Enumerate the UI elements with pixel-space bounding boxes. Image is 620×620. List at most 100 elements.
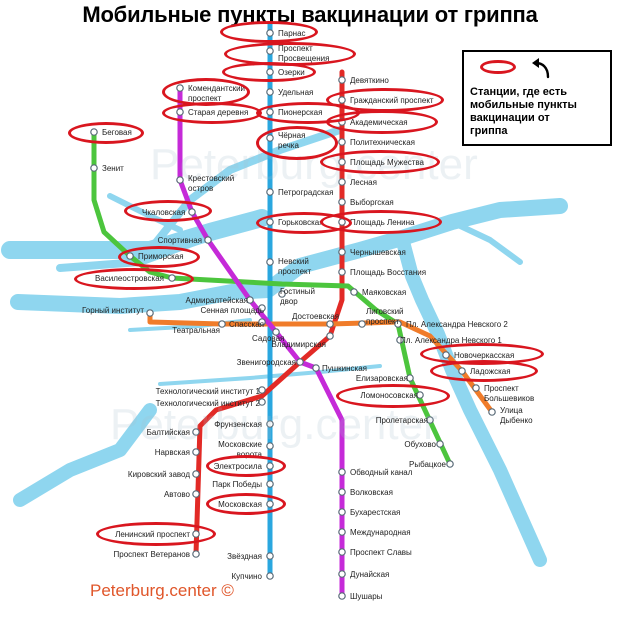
- station-dot-krestovsky[interactable]: [176, 176, 184, 184]
- station-label-elektrosila[interactable]: Электросила: [213, 462, 262, 471]
- station-dot-tech2[interactable]: [258, 398, 266, 406]
- station-dot-dybenko[interactable]: [488, 408, 496, 416]
- station-label-veteranov[interactable]: Проспект Ветеранов: [113, 550, 190, 559]
- station-label-chkalovskaya[interactable]: Чкаловская: [142, 208, 186, 217]
- station-dot-nevsky1[interactable]: [396, 336, 404, 344]
- station-dot-tech1[interactable]: [258, 386, 266, 394]
- station-label-elizarovskaya[interactable]: Елизаровская: [355, 374, 408, 383]
- station-dot-chkalovskaya[interactable]: [188, 208, 196, 216]
- station-dot-ozerki[interactable]: [266, 68, 274, 76]
- station-dot-frunzenskaya[interactable]: [266, 420, 274, 428]
- station-dot-chernyshevskaya[interactable]: [338, 248, 346, 256]
- station-label-teatralnaya[interactable]: Театральная: [172, 326, 220, 335]
- station-dot-moskvorot[interactable]: [266, 442, 274, 450]
- station-dot-lesnaya[interactable]: [338, 178, 346, 186]
- station-label-kirovsky[interactable]: Кировский завод: [127, 470, 190, 479]
- station-dot-ligovsky[interactable]: [358, 320, 366, 328]
- station-label-bolshevikov[interactable]: Проспект Большевиков: [484, 384, 535, 403]
- station-label-sadovaya[interactable]: Садовая: [252, 334, 285, 343]
- station-label-udelnaya[interactable]: Удельная: [278, 88, 314, 97]
- station-dot-sportivnaya[interactable]: [204, 236, 212, 244]
- station-dot-vasileostrovskaya[interactable]: [168, 274, 176, 282]
- station-dot-proletarskaya[interactable]: [426, 416, 434, 424]
- station-label-pionerskaya[interactable]: Пионерская: [278, 108, 323, 117]
- station-label-politekh[interactable]: Политехническая: [350, 138, 415, 147]
- station-dot-elektrosila[interactable]: [266, 462, 274, 470]
- station-dot-obukhovo[interactable]: [436, 440, 444, 448]
- station-label-sportivnaya[interactable]: Спортивная: [157, 236, 202, 245]
- station-label-slavy[interactable]: Проспект Славы: [350, 548, 412, 557]
- station-dot-vyborgskaya[interactable]: [338, 198, 346, 206]
- station-label-novocherkasskaya[interactable]: Новочеркасская: [454, 351, 515, 360]
- station-dot-nevsky2[interactable]: [394, 320, 402, 328]
- station-label-vasileostrovskaya[interactable]: Василеостровская: [95, 274, 164, 283]
- station-dot-nevsky[interactable]: [266, 258, 274, 266]
- station-label-chernyshevskaya[interactable]: Чернышевская: [350, 248, 406, 257]
- station-dot-dunayskaya[interactable]: [338, 570, 346, 578]
- station-label-obukhovo[interactable]: Обухово: [404, 440, 436, 449]
- station-label-leninsky[interactable]: Ленинский проспект: [115, 530, 190, 539]
- station-label-moskovskaya[interactable]: Московская: [218, 500, 262, 509]
- station-label-baltiyskaya[interactable]: Балтийская: [146, 428, 190, 437]
- station-label-gorkovskaya[interactable]: Горьковская: [278, 218, 324, 227]
- station-label-petrogradskaya[interactable]: Петроградская: [278, 188, 334, 197]
- station-dot-begovaya[interactable]: [90, 128, 98, 136]
- station-label-zvenigorodskaya[interactable]: Звенигородская: [236, 358, 296, 367]
- station-dot-pionerskaya[interactable]: [266, 108, 274, 116]
- station-dot-zvezdnaya[interactable]: [266, 552, 274, 560]
- station-dot-obvodny[interactable]: [338, 468, 346, 476]
- station-label-akademicheskaya[interactable]: Академическая: [350, 118, 408, 127]
- station-dot-vosstaniya[interactable]: [338, 268, 346, 276]
- station-label-moskvorot[interactable]: Московские ворота: [218, 440, 262, 459]
- station-label-primorskaya[interactable]: Приморская: [138, 252, 184, 261]
- station-dot-avtovo[interactable]: [192, 490, 200, 498]
- station-dot-leninsky[interactable]: [192, 530, 200, 538]
- station-dot-chernaya[interactable]: [266, 134, 274, 142]
- station-label-begovaya[interactable]: Беговая: [102, 128, 132, 137]
- station-label-mayakovskaya[interactable]: Маяковская: [362, 288, 407, 297]
- station-dot-lenina[interactable]: [338, 218, 346, 226]
- station-label-ligovsky[interactable]: Лиговский проспект: [366, 307, 404, 326]
- station-label-mezhdunarodnaya[interactable]: Международная: [350, 528, 411, 537]
- station-dot-mayakovskaya[interactable]: [350, 288, 358, 296]
- station-dot-bolshevikov[interactable]: [472, 384, 480, 392]
- station-dot-lomonosovskaya[interactable]: [416, 391, 424, 399]
- station-dot-parkpobedy[interactable]: [266, 480, 274, 488]
- station-label-chernaya[interactable]: Чёрная речка: [278, 131, 306, 150]
- station-dot-spasskaya[interactable]: [258, 318, 266, 326]
- station-label-avtovo[interactable]: Автово: [163, 490, 190, 499]
- station-dot-novocherkasskaya[interactable]: [442, 351, 450, 359]
- station-label-vosstaniya[interactable]: Площадь Восстания: [350, 268, 427, 277]
- station-label-prosveshcheniya[interactable]: Проспект Просвещения: [278, 44, 330, 63]
- station-label-spasskaya[interactable]: Спасская: [228, 320, 264, 329]
- station-label-ladozhskaya[interactable]: Ладожская: [470, 367, 511, 376]
- station-dot-veteranov[interactable]: [192, 550, 200, 558]
- station-dot-volkovskaya[interactable]: [338, 488, 346, 496]
- station-dot-zenit[interactable]: [90, 164, 98, 172]
- station-dot-gorny[interactable]: [146, 309, 154, 317]
- station-label-ozerki[interactable]: Озерки: [278, 68, 305, 77]
- station-label-gorny[interactable]: Горный институт: [82, 306, 144, 315]
- station-label-narvskaya[interactable]: Нарвская: [154, 448, 190, 457]
- station-label-nevsky2[interactable]: Пл. Александра Невского 2: [406, 320, 508, 329]
- station-dot-shushary[interactable]: [338, 592, 346, 600]
- station-label-nevsky[interactable]: Невский проспект: [278, 257, 312, 276]
- station-dot-mezhdunarodnaya[interactable]: [338, 528, 346, 536]
- station-label-admiralteyskaya[interactable]: Адмиралтейская: [185, 296, 249, 305]
- station-label-dostoevskaya[interactable]: Достоевская: [292, 312, 340, 321]
- station-label-muzhestva[interactable]: Площадь Мужества: [350, 158, 424, 167]
- station-dot-moskovskaya[interactable]: [266, 500, 274, 508]
- station-dot-akademicheskaya[interactable]: [338, 118, 346, 126]
- station-dot-sennaya[interactable]: [258, 304, 266, 312]
- station-label-rybatskoe[interactable]: Рыбацкое: [408, 460, 446, 469]
- station-label-nevsky1[interactable]: Пл. Александра Невского 1: [400, 336, 502, 345]
- station-dot-petrogradskaya[interactable]: [266, 188, 274, 196]
- station-dot-udelnaya[interactable]: [266, 88, 274, 96]
- station-dot-dostoevskaya[interactable]: [326, 320, 334, 328]
- station-label-zenit[interactable]: Зенит: [102, 164, 124, 173]
- station-label-dybenko[interactable]: Улица Дыбенко: [500, 406, 533, 425]
- station-label-frunzenskaya[interactable]: Фрунзенская: [214, 420, 262, 429]
- station-label-staraya[interactable]: Старая деревня: [188, 108, 249, 117]
- station-label-tech2[interactable]: Технологический институт 2: [155, 399, 260, 408]
- station-label-vladimirskaya[interactable]: Владимирская: [271, 340, 326, 349]
